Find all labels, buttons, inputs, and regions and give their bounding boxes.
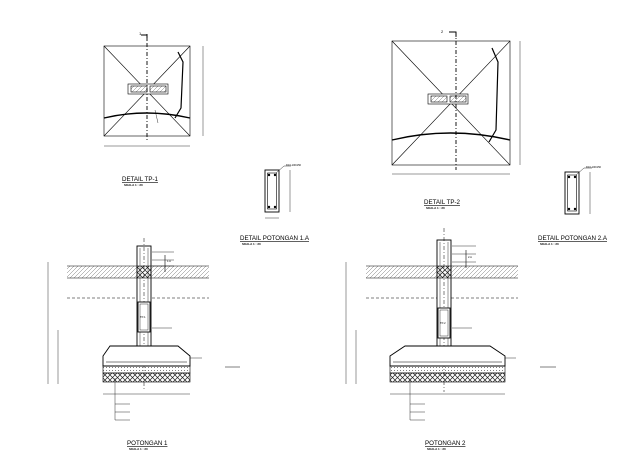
- rebar-callout-1a: D10-100/150: [286, 163, 302, 167]
- tp1-scale: SKALA 1 : 20: [124, 183, 143, 187]
- section-potongan-2: [345, 228, 556, 421]
- pot2a-title: DETAIL POTONGAN 2.A: [538, 235, 608, 242]
- plan-detail-tp1: [103, 34, 204, 147]
- potongan2-scale: SKALA 1 : 20: [427, 447, 446, 451]
- column-section-2a: [564, 167, 592, 215]
- tp1-title: DETAIL TP-1: [122, 176, 159, 183]
- pot1a-title: DETAIL POTONGAN 1.A: [240, 235, 310, 242]
- column-section-1a: [264, 165, 291, 219]
- rebar-callout-2a: D10-100/150: [586, 165, 602, 169]
- potongan2-title: POTONGAN 2: [425, 440, 466, 447]
- section-marker-2: 2: [441, 29, 444, 34]
- potongan1-scale: SKALA 1 : 20: [129, 447, 148, 451]
- tag-tp1: TP-1: [140, 315, 146, 319]
- section-marker-1a: 1.A: [167, 259, 171, 263]
- section-potongan-1: [47, 238, 240, 421]
- pot1a-scale: SKALA 1 : 20: [242, 242, 261, 246]
- tp2-scale: SKALA 1 : 20: [426, 206, 445, 210]
- tp2-title: DETAIL TP-2: [424, 199, 461, 206]
- pot2a-scale: SKALA 1 : 20: [540, 242, 559, 246]
- plan-detail-tp2: [391, 31, 521, 175]
- section-marker-1: 1: [139, 31, 142, 36]
- section-marker-2a: 2.A: [468, 255, 472, 259]
- potongan1-title: POTONGAN 1: [127, 440, 168, 447]
- tag-tp2: TP-2: [440, 321, 446, 325]
